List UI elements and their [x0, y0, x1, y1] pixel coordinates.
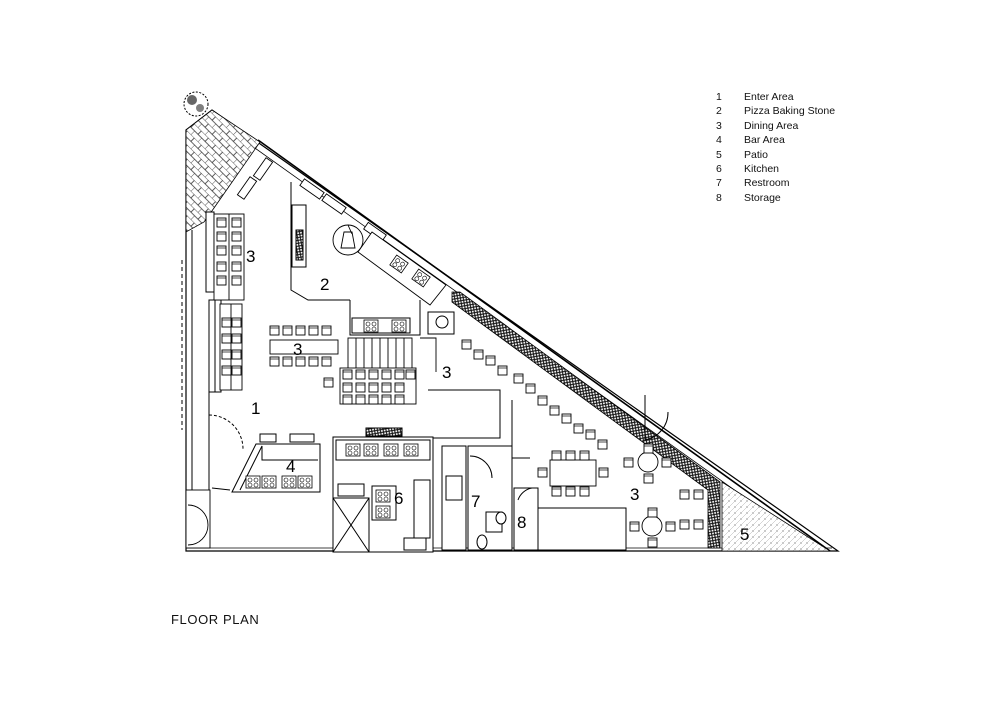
central-stair [347, 337, 437, 372]
legend-number: 6 [716, 163, 722, 176]
legend-number: 5 [716, 148, 722, 161]
zone-label: 2 [320, 275, 329, 294]
legend-number: 7 [716, 177, 722, 190]
legend-number: 3 [716, 119, 722, 132]
legend-item: 8 Storage [716, 191, 835, 205]
central-dining-tables [269, 325, 417, 405]
zone-label: 3 [246, 247, 255, 266]
zone-label: 8 [517, 513, 526, 532]
legend-item: 5 Patio [716, 148, 835, 162]
entrance-doors [185, 487, 231, 549]
legend-item: 6 Kitchen [716, 162, 835, 176]
patio-paving [721, 481, 832, 552]
legend-item: 4 Bar Area [716, 133, 835, 147]
legend: 1 Enter Area 2 Pizza Baking Stone 3 Dining … [716, 90, 835, 205]
plan-caption: FLOOR PLAN [171, 612, 260, 627]
legend-label: Restroom [744, 177, 790, 190]
zone-label: 3 [442, 363, 451, 382]
zone-number-labels: 3 2 3 3 1 4 6 7 8 3 5 [246, 247, 749, 544]
legend-number: 1 [716, 91, 722, 103]
legend-label: Bar Area [744, 134, 785, 147]
pizza-stone [332, 224, 364, 256]
legend-number: 4 [716, 134, 722, 147]
legend-label: Patio [744, 148, 768, 161]
zone-label: 1 [251, 399, 260, 418]
legend-item: 2 Pizza Baking Stone [716, 104, 835, 118]
zone-label: 3 [293, 340, 302, 359]
legend-item: 7 Restroom [716, 176, 835, 190]
legend-label: Dining Area [744, 119, 799, 132]
legend-label: Storage [744, 191, 781, 204]
legend-item: 3 Dining Area [716, 119, 835, 133]
legend-item: 1 Enter Area [716, 90, 835, 104]
zone-label: 5 [740, 525, 749, 544]
legend-number: 8 [716, 191, 722, 204]
bar-counter [231, 433, 321, 493]
legend-label: Pizza Baking Stone [744, 105, 836, 118]
zone-label: 7 [471, 492, 480, 511]
planter-strip [451, 291, 721, 549]
west-wall [181, 211, 244, 551]
tree-symbol [183, 91, 209, 117]
restroom-block [441, 445, 513, 551]
east-dining-group [537, 443, 704, 548]
north-diagonal-seats [236, 157, 387, 243]
legend-label: Enter Area [744, 91, 794, 103]
northeast-bar-counter [357, 231, 447, 306]
zone-label: 3 [630, 485, 639, 504]
storage-room [512, 457, 627, 551]
pizza-oven-counter [290, 182, 455, 336]
zone-label: 4 [286, 457, 295, 476]
zone-label: 6 [394, 489, 403, 508]
legend-number: 2 [716, 105, 722, 118]
kitchen-block [332, 427, 434, 553]
legend-label: Kitchen [744, 163, 780, 176]
